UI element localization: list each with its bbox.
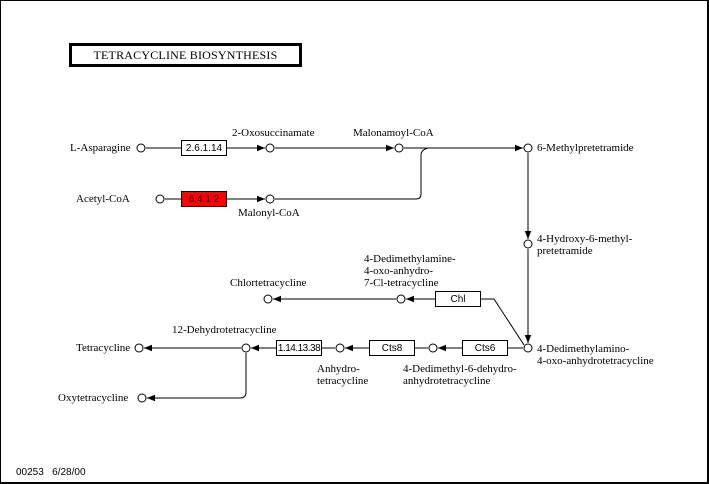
node-dehydrotetracycline[interactable] [241,343,251,353]
label-l-asparagine[interactable]: L-Asparagine [70,142,131,154]
label-oxytetracycline[interactable]: Oxytetracycline [58,392,129,404]
enzyme-2-6-1-14[interactable]: 2.6.1.14 [181,140,227,156]
label-acetyl-coa[interactable]: Acetyl-CoA [76,193,130,205]
label-dedimethylamine-line2[interactable]: 4-oxo-anhydro- [364,265,434,277]
label-malonyl-coa[interactable]: Malonyl-CoA [238,207,300,219]
enzyme-chl[interactable]: Chl [435,291,481,307]
edge-dehydrotetracycline-oxytetracycline [147,353,247,402]
label-dedimethylamino-line1[interactable]: 4-Dedimethylamino- [537,343,630,355]
enzyme-6-4-1-2[interactable]: 6.4.1.2 [181,191,227,207]
label-dedimethylamino-line2[interactable]: 4-oxo-anhydrotetracycline [537,355,654,367]
label-dedimethylamine-line1[interactable]: 4-Dedimethylamine- [364,253,456,265]
node-l-asparagine[interactable] [136,143,146,153]
node-dedimethylamine-cl[interactable] [396,294,406,304]
node-anhydrotetracycline[interactable] [335,343,345,353]
label-dedimethyl-dehydro-line2[interactable]: anhydrotetracycline [403,375,491,387]
label-dehydrotetracycline[interactable]: 12-Dehydrotetracycline [172,324,277,336]
node-chlortetracycline[interactable] [263,294,273,304]
label-oxosuccinamate[interactable]: 2-Oxosuccinamate [232,127,315,139]
map-title: TETRACYCLINE BIOSYNTHESIS [69,43,302,67]
node-oxosuccinamate[interactable] [265,143,275,153]
footer: 00253 6/28/00 [16,467,86,478]
node-malonamoyl-coa[interactable] [394,143,404,153]
edge-dedimethylamino-chl [481,298,525,346]
label-dedimethyl-dehydro-line1[interactable]: 4-Dedimethyl-6-dehydro- [403,363,517,375]
node-oxytetracycline[interactable] [137,393,147,403]
node-hydroxy-methylpretetramide[interactable] [523,239,533,249]
map-date: 6/28/00 [52,467,86,478]
label-anhydro-line1[interactable]: Anhydro- [317,363,360,375]
label-anhydro-line2[interactable]: tetracycline [317,375,369,387]
node-tetracycline[interactable] [134,343,144,353]
edge-malonyl-join [275,147,429,200]
label-methylpretetramide[interactable]: 6-Methylpretetramide [537,142,634,154]
label-hydroxy-methyl-line1[interactable]: 4-Hydroxy-6-methyl- [537,233,633,245]
label-dedimethylamine-line3[interactable]: 7-Cl-tetracycline [364,277,439,289]
label-malonamoyl-coa[interactable]: Malonamoyl-CoA [353,127,434,139]
node-malonyl-coa[interactable] [265,194,275,204]
map-id: 00253 [16,467,44,478]
label-hydroxy-methyl-line2[interactable]: pretetramide [537,245,593,257]
label-chlortetracycline[interactable]: Chlortetracycline [230,277,307,289]
enzyme-cts6[interactable]: Cts6 [462,340,508,356]
node-dedimethylamino-anhydro[interactable] [523,343,533,353]
node-methylpretetramide[interactable] [523,143,533,153]
enzyme-cts8[interactable]: Cts8 [369,340,415,356]
node-dedimethyl-dehydro[interactable] [428,343,438,353]
enzyme-1-14-13-38[interactable]: 1.14.13.38 [276,340,322,356]
label-tetracycline[interactable]: Tetracycline [76,342,131,354]
node-acetyl-coa[interactable] [155,194,165,204]
